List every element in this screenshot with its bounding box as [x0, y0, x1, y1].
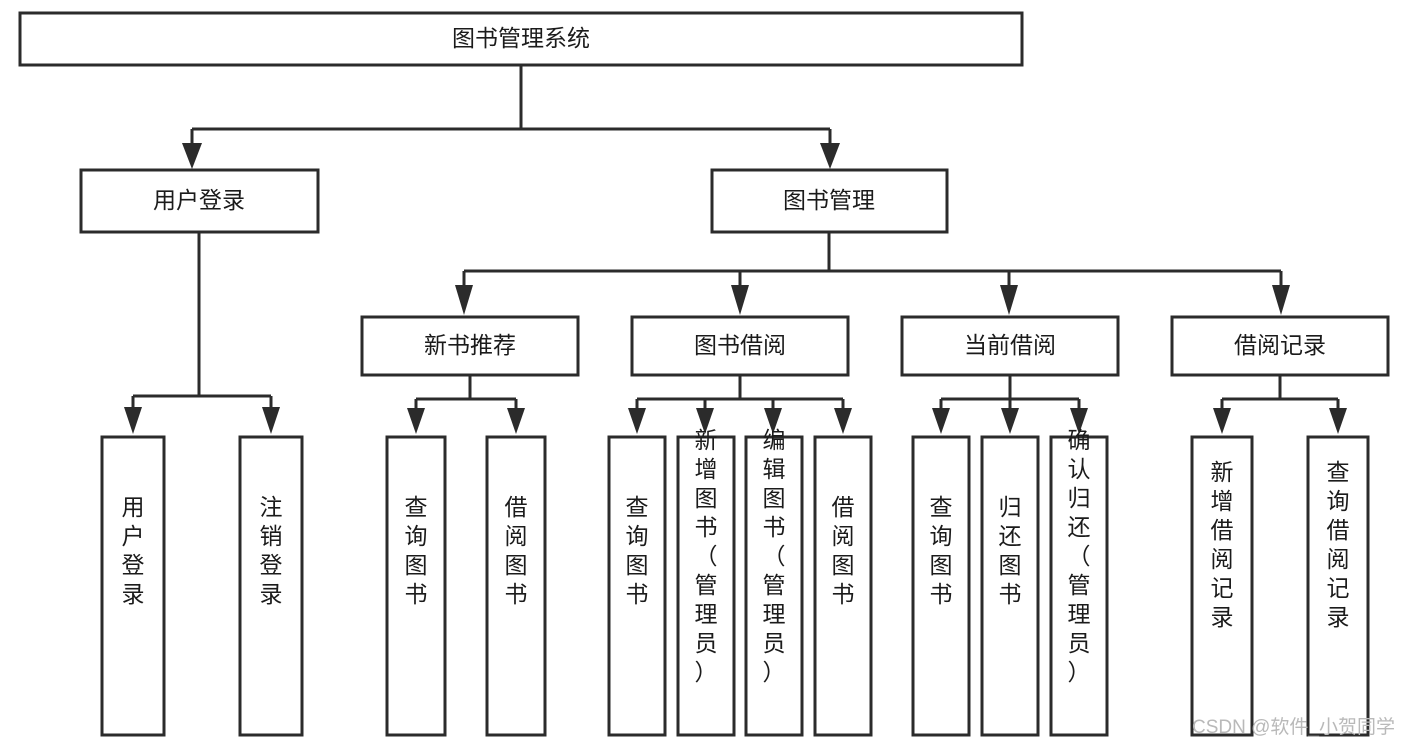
leaf-user-login[interactable]: 用户登录	[100, 435, 166, 737]
leaf-add-book-box[interactable]	[676, 435, 736, 737]
node-book-borrow-label: 图书借阅	[694, 332, 786, 358]
leaf-query-book-3[interactable]: 查询图书	[911, 435, 971, 737]
node-book-manage-label: 图书管理	[783, 187, 875, 213]
node-book-borrow-box[interactable]	[630, 315, 850, 377]
arrow-to-leaf-return-book	[1001, 408, 1019, 434]
leaf-logout-login-label: 注销登录	[260, 494, 283, 607]
node-current-borrow[interactable]: 当前借阅	[900, 315, 1120, 377]
leaf-query-book-2-label: 查询图书	[626, 494, 649, 607]
leaf-query-book-1[interactable]: 查询图书	[385, 435, 447, 737]
leaf-return-book[interactable]: 归还图书	[980, 435, 1040, 737]
edges-group	[124, 65, 1347, 434]
leaf-add-record-label: 新增借阅记录	[1211, 459, 1234, 630]
leaf-edit-book-label: 编辑图书（管理员）	[763, 427, 786, 685]
leaf-logout-login-box[interactable]	[238, 435, 304, 737]
node-book-borrow[interactable]: 图书借阅	[630, 315, 850, 377]
arrow-to-leaf-add-record	[1213, 408, 1231, 434]
arrow-to-leaf-confirm-return	[1070, 408, 1088, 434]
leaf-query-record-box[interactable]	[1306, 435, 1370, 737]
leaf-add-book-label: 新增图书（管理员）	[695, 427, 718, 685]
leaf-return-book-box[interactable]	[980, 435, 1040, 737]
arrow-to-leaf-borrow-book-1	[507, 408, 525, 434]
leaf-borrow-book-2-label: 借阅图书	[832, 494, 855, 607]
leaf-logout-login[interactable]: 注销登录	[238, 435, 304, 737]
leaf-borrow-book-1-box[interactable]	[485, 435, 547, 737]
leaf-user-login-label: 用户登录	[122, 494, 145, 607]
arrow-to-leaf-query-book-3	[932, 408, 950, 434]
arrow-to-leaf-query-book-2	[628, 408, 646, 434]
leaf-edit-book-box[interactable]	[744, 435, 804, 737]
arrow-root-to-user-login	[182, 143, 202, 169]
leaf-query-book-1-label: 查询图书	[405, 494, 428, 607]
node-borrow-record-label: 借阅记录	[1234, 332, 1326, 358]
node-new-book-recommend-label: 新书推荐	[424, 332, 516, 358]
leaf-confirm-return-label: 确认归还（管理员）	[1068, 427, 1091, 685]
arrow-to-book-borrow	[731, 285, 749, 315]
leaf-add-record-box[interactable]	[1190, 435, 1254, 737]
leaf-add-book[interactable]: 新增图书（管理员）	[676, 427, 736, 737]
node-current-borrow-label: 当前借阅	[964, 332, 1056, 358]
node-borrow-record[interactable]: 借阅记录	[1170, 315, 1390, 377]
node-root-box[interactable]	[18, 11, 1024, 67]
leaf-confirm-return[interactable]: 确认归还（管理员）	[1049, 427, 1109, 737]
leaf-add-record[interactable]: 新增借阅记录	[1190, 435, 1254, 737]
leaf-query-book-3-label: 查询图书	[930, 494, 953, 607]
node-root[interactable]: 图书管理系统	[18, 11, 1024, 67]
leaf-query-record-label: 查询借阅记录	[1327, 459, 1350, 630]
arrow-to-leaf-logout-login	[262, 407, 280, 434]
node-user-login[interactable]: 用户登录	[79, 168, 320, 234]
arrow-to-borrow-record	[1272, 285, 1290, 315]
leaf-query-book-2[interactable]: 查询图书	[607, 435, 667, 737]
node-book-manage-box[interactable]	[710, 168, 949, 234]
leaf-query-record[interactable]: 查询借阅记录	[1306, 435, 1370, 737]
node-root-label: 图书管理系统	[452, 25, 590, 51]
leaf-borrow-book-2-box[interactable]	[813, 435, 873, 737]
node-current-borrow-box[interactable]	[900, 315, 1120, 377]
leaf-borrow-book-1[interactable]: 借阅图书	[485, 435, 547, 737]
node-new-book-recommend[interactable]: 新书推荐	[360, 315, 580, 377]
leaf-user-login-box[interactable]	[100, 435, 166, 737]
leaf-return-book-label: 归还图书	[999, 494, 1022, 607]
arrow-to-leaf-user-login	[124, 407, 142, 434]
leaf-edit-book[interactable]: 编辑图书（管理员）	[744, 427, 804, 737]
node-borrow-record-box[interactable]	[1170, 315, 1390, 377]
arrow-to-current-borrow	[1000, 285, 1018, 315]
leaf-query-book-1-box[interactable]	[385, 435, 447, 737]
arrow-to-leaf-query-record	[1329, 408, 1347, 434]
node-new-book-recommend-box[interactable]	[360, 315, 580, 377]
leaf-query-book-2-box[interactable]	[607, 435, 667, 737]
arrow-to-leaf-add-book	[696, 408, 714, 434]
node-user-login-box[interactable]	[79, 168, 320, 234]
node-book-manage[interactable]: 图书管理	[710, 168, 949, 234]
csdn-watermark: CSDN @软件_小贺同学	[1192, 716, 1395, 738]
leaf-confirm-return-box[interactable]	[1049, 435, 1109, 737]
arrow-to-new-book-recommend	[455, 285, 473, 315]
arrow-root-to-book-manage	[820, 143, 840, 169]
leaf-query-book-3-box[interactable]	[911, 435, 971, 737]
leaf-borrow-book-2[interactable]: 借阅图书	[813, 435, 873, 737]
arrow-to-leaf-borrow-book-2	[834, 408, 852, 434]
arrow-to-leaf-query-book-1	[407, 408, 425, 434]
arrow-to-leaf-edit-book	[764, 408, 782, 434]
leaf-borrow-book-1-label: 借阅图书	[505, 494, 528, 607]
node-user-login-label: 用户登录	[153, 187, 245, 213]
